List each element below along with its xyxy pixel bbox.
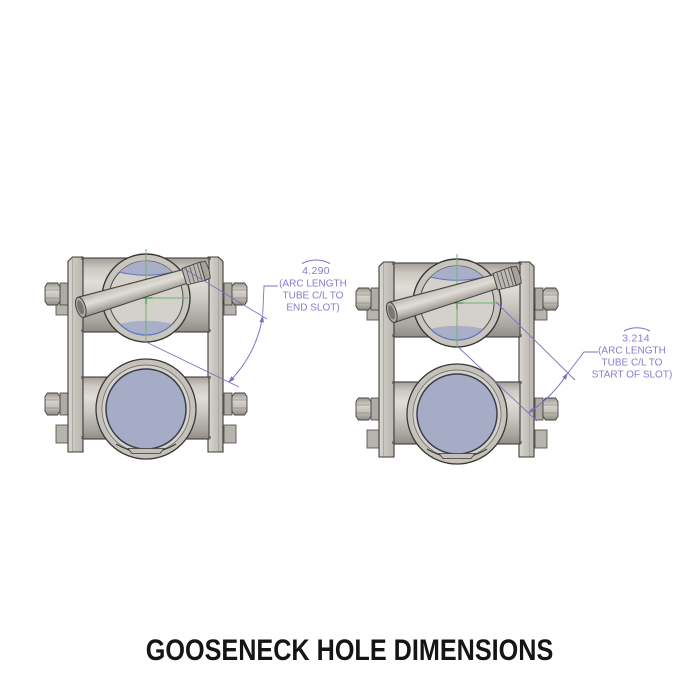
dimension-text-left: 4.290 (ARC LENGTH TUBE C/L TO END SLOT) (279, 265, 347, 314)
extension-line-start-slot (495, 301, 576, 381)
arrowhead (259, 315, 264, 323)
leader-line (262, 285, 278, 315)
dimension-note-line: TUBE C/L TO (602, 358, 663, 369)
arc-length-symbol (623, 327, 651, 332)
assembly-left-view (45, 249, 247, 459)
drawing-title-text: GOOSENECK HOLE DIMENSIONS (146, 634, 554, 667)
arrowhead (228, 376, 235, 383)
arrowhead (527, 407, 535, 414)
dimension-note-line: (ARC LENGTH (279, 279, 347, 290)
dimension-annotation-left (143, 259, 331, 388)
dimension-annotation-right (456, 301, 651, 422)
extension-line-tube-cl (143, 340, 240, 388)
extension-line-tube-cl (456, 345, 538, 422)
leader-line (567, 351, 598, 374)
dimension-value: 4.290 (302, 265, 330, 277)
extension-line-end-slot (182, 267, 268, 320)
assembly-right-view (356, 254, 558, 464)
dimension-note-line: END SLOT) (286, 303, 339, 314)
dimension-value: 3.214 (622, 333, 650, 345)
dimension-note-line: START OF SLOT) (592, 370, 673, 381)
arc-length-symbol (301, 259, 331, 264)
dimension-note-line: TUBE C/L TO (283, 291, 344, 302)
dimension-note-line: (ARC LENGTH (598, 346, 666, 357)
arrowhead (562, 372, 568, 380)
drawing-title: GOOSENECK HOLE DIMENSIONS (0, 636, 700, 666)
dimension-text-right: 3.214 (ARC LENGTH TUBE C/L TO START OF S… (592, 333, 673, 381)
dimension-arc (228, 316, 264, 383)
